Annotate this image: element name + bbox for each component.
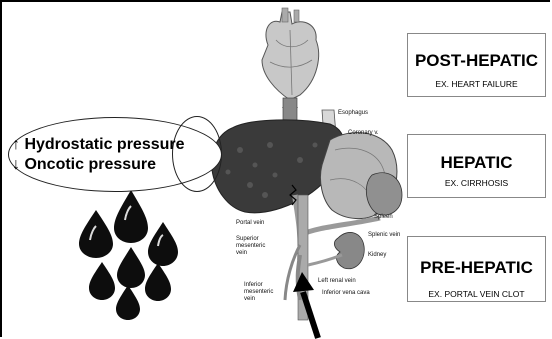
label-inferior-mesenteric-1: Inferior xyxy=(244,282,263,288)
heart-illustration xyxy=(262,8,319,100)
kidney-shape xyxy=(334,232,364,268)
pre-hepatic-title: PRE-HEPATIC xyxy=(408,258,545,278)
droplet-icon xyxy=(114,190,148,243)
droplet-icon xyxy=(148,222,178,266)
label-portal-vein: Portal vein xyxy=(236,220,264,226)
label-inferior-mesenteric-2: mesenteric xyxy=(244,289,273,295)
pre-hepatic-box: PRE-HEPATIC EX. PORTAL VEIN CLOT xyxy=(407,236,546,302)
post-hepatic-title: POST-HEPATIC xyxy=(408,51,545,71)
post-hepatic-box: POST-HEPATIC EX. HEART FAILURE xyxy=(407,33,546,97)
label-inferior-mesenteric-3: vein xyxy=(244,296,255,302)
droplet-icon xyxy=(89,262,115,300)
hepatic-title: HEPATIC xyxy=(408,153,545,173)
pre-hepatic-example: EX. PORTAL VEIN CLOT xyxy=(408,289,545,299)
droplet-icon xyxy=(145,263,171,301)
hydrostatic-pressure-text: ↑ Hydrostatic pressure xyxy=(12,136,185,154)
droplet-icon xyxy=(116,285,140,320)
label-inferior-vena-cava: Inferior vena cava xyxy=(322,290,370,296)
label-splenic-vein: Splenic vein xyxy=(368,232,400,238)
hepatic-box: HEPATIC EX. CIRRHOSIS xyxy=(407,134,546,198)
droplet-icon xyxy=(117,247,145,288)
label-superior-mesenteric-1: Superior xyxy=(236,236,259,242)
label-coronary-vein: Coronary v. xyxy=(348,130,379,136)
label-spleen: Spleen xyxy=(374,214,393,220)
label-esophagus: Esophagus xyxy=(338,110,368,116)
label-superior-mesenteric-2: mesenteric xyxy=(236,243,265,249)
label-left-renal-vein: Left renal vein xyxy=(318,278,356,284)
droplet-icon xyxy=(79,210,113,258)
label-kidney: Kidney xyxy=(368,252,386,258)
oncotic-pressure-text: ↓ Oncotic pressure xyxy=(12,156,156,174)
post-hepatic-example: EX. HEART FAILURE xyxy=(408,79,545,89)
hepatic-example: EX. CIRRHOSIS xyxy=(408,178,545,188)
label-superior-mesenteric-3: vein xyxy=(236,250,247,256)
spleen-shape xyxy=(366,173,402,215)
pressure-ellipse-overlap xyxy=(172,116,222,192)
